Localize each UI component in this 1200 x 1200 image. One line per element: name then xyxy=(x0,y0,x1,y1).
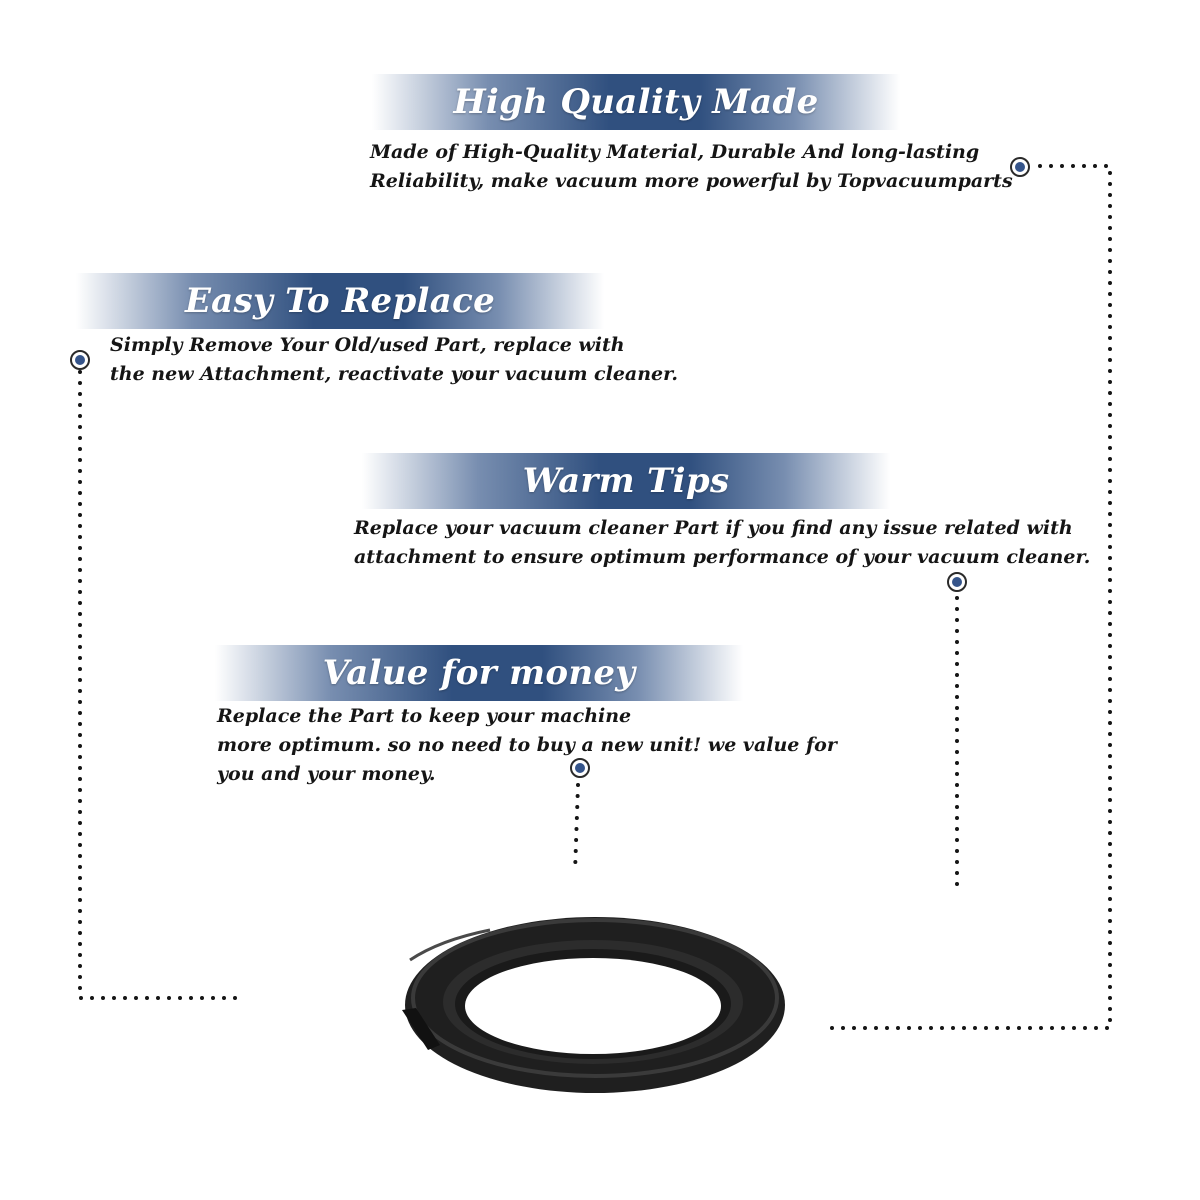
banner-title: Warm Tips xyxy=(522,461,730,501)
banner-warm-tips: Warm Tips xyxy=(362,453,890,509)
banner-high-quality: High Quality Made xyxy=(372,74,900,130)
description-warm-tips: Replace your vacuum cleaner Part if you … xyxy=(354,517,1091,568)
banner-value-money: Value for money xyxy=(215,645,743,701)
product-gasket-image xyxy=(402,917,785,1093)
description-high-quality: Made of High-Quality Material, Durable A… xyxy=(370,141,1013,192)
bullet-marker-icon xyxy=(947,572,967,592)
bullet-marker-icon xyxy=(70,350,90,370)
banner-title: Easy To Replace xyxy=(184,281,496,321)
banner-title: High Quality Made xyxy=(453,82,819,122)
bullet-marker-icon xyxy=(570,758,590,778)
description-value-money: Replace the Part to keep your machine mo… xyxy=(217,705,837,785)
description-easy-replace: Simply Remove Your Old/used Part, replac… xyxy=(110,334,679,385)
banner-easy-replace: Easy To Replace xyxy=(76,273,604,329)
bullet-marker-icon xyxy=(1010,157,1030,177)
banner-title: Value for money xyxy=(322,653,636,693)
